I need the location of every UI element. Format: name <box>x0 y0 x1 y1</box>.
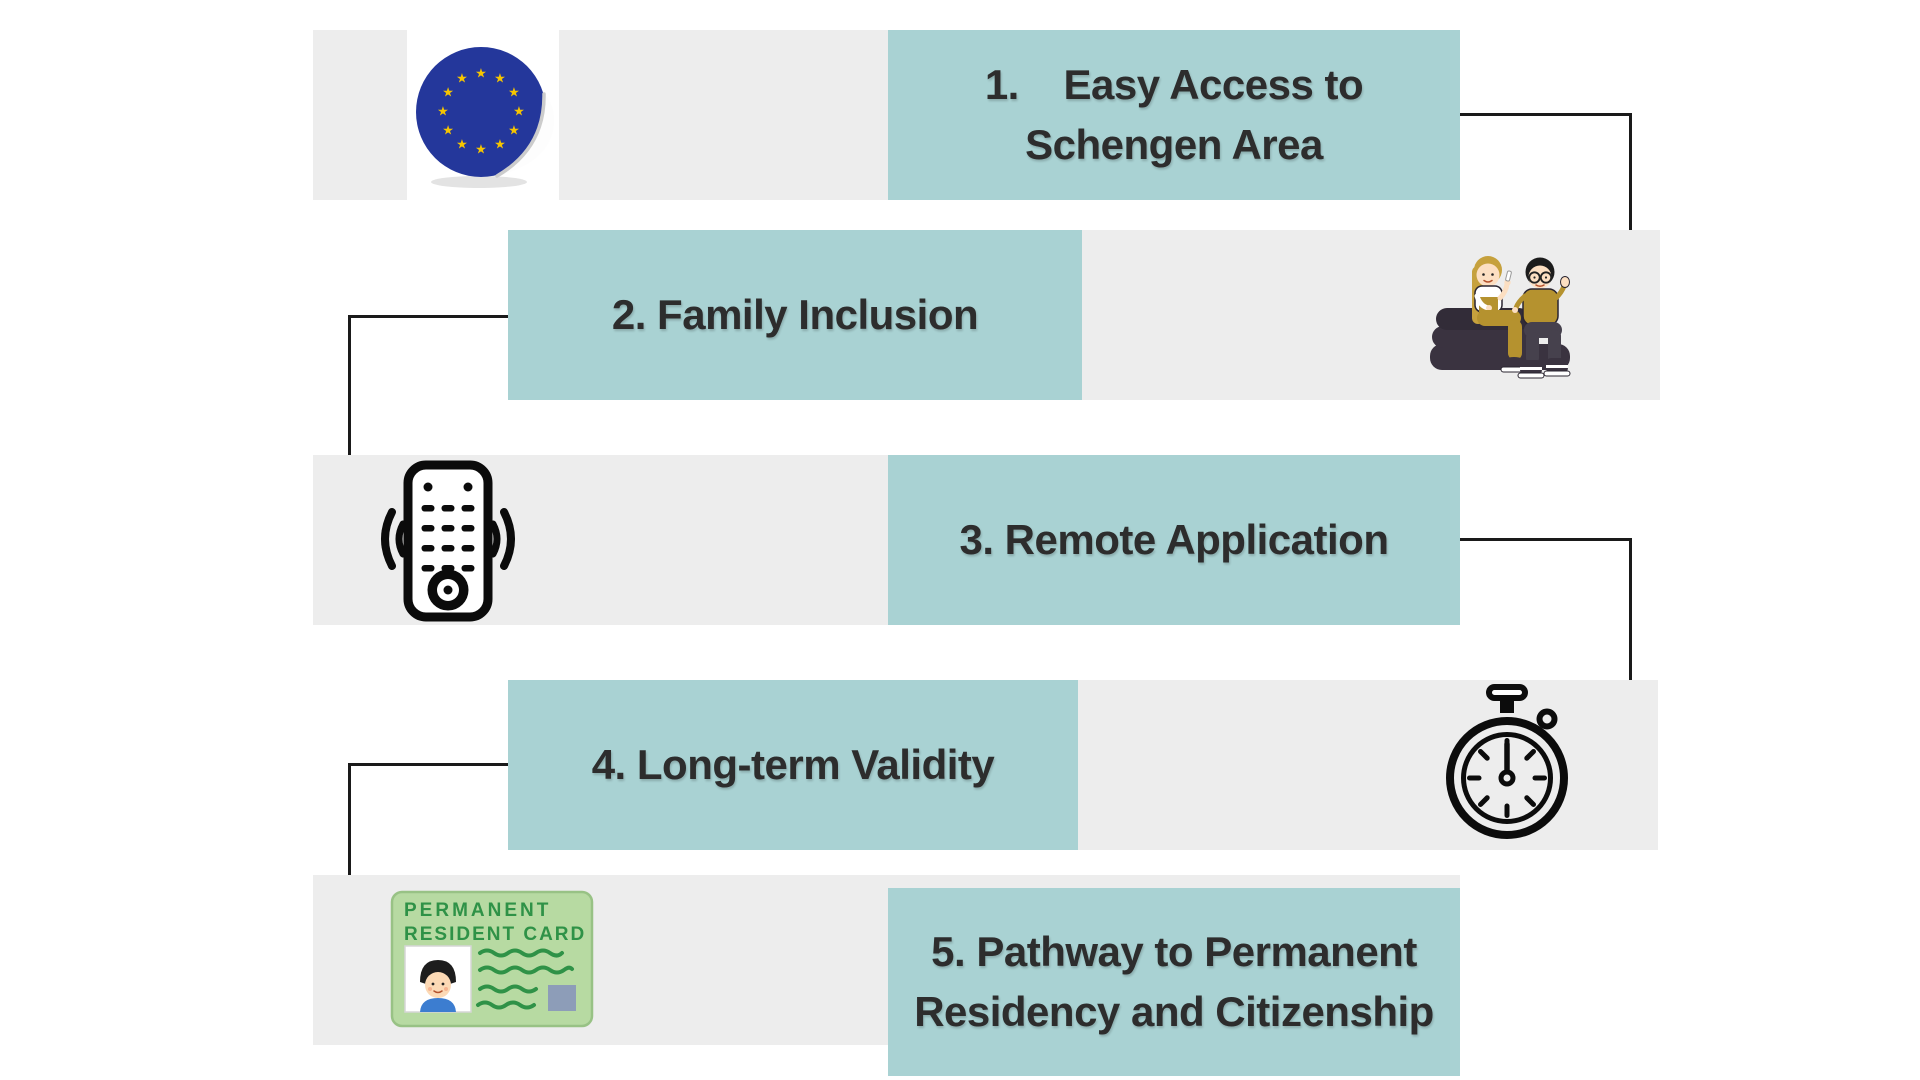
svg-text:★: ★ <box>437 105 449 120</box>
svg-text:★: ★ <box>475 67 487 82</box>
benefit-3-box: 3. Remote Application <box>888 455 1460 625</box>
svg-text:★: ★ <box>456 72 468 87</box>
benefit-2-box: 2. Family Inclusion <box>508 230 1082 400</box>
benefit-5-label-line-1: 5. Pathway to Permanent <box>931 928 1417 975</box>
connector-3-vertical <box>1629 538 1632 680</box>
svg-text:★: ★ <box>456 137 468 152</box>
benefit-1-box: 1. Easy Access to Schengen Area <box>888 30 1460 200</box>
benefit-5-box: 5. Pathway to Permanent Residency and Ci… <box>888 888 1460 1076</box>
card-title-line-1: PERMANENT <box>404 900 551 921</box>
card-text-squiggles <box>476 948 574 1010</box>
connector-2-vertical <box>348 315 351 455</box>
remote-control-icon <box>381 460 515 622</box>
connector-2-horizontal <box>348 315 508 318</box>
benefit-1-label-line-1: 1. Easy Access to <box>984 61 1364 108</box>
connector-3-horizontal <box>1460 538 1632 541</box>
svg-text:★: ★ <box>442 86 454 101</box>
stopwatch-icon <box>1446 684 1568 839</box>
connector-4-horizontal <box>348 763 508 766</box>
eu-flag-sticker-icon: ★★★ ★★★ ★★★ ★★★ <box>407 30 559 200</box>
benefit-4-label: 4. Long-term Validity <box>591 741 995 788</box>
card-chip <box>548 985 576 1011</box>
card-photo <box>404 945 472 1013</box>
svg-text:★: ★ <box>475 143 487 158</box>
svg-text:★: ★ <box>508 124 520 139</box>
benefit-4-box: 4. Long-term Validity <box>508 680 1078 850</box>
card-title-line-2: RESIDENT CARD <box>404 924 586 945</box>
connector-1-horizontal <box>1460 113 1632 116</box>
svg-text:★: ★ <box>494 137 506 152</box>
svg-text:★: ★ <box>508 86 520 101</box>
connector-1-vertical <box>1629 113 1632 230</box>
benefit-5-label-line-2: Residency and Citizenship <box>914 988 1434 1035</box>
svg-text:★: ★ <box>442 124 454 139</box>
svg-text:★: ★ <box>494 72 506 87</box>
benefit-3-label: 3. Remote Application <box>959 516 1389 563</box>
permanent-resident-card-icon: PERMANENT RESIDENT CARD <box>390 890 594 1028</box>
benefit-1-label-line-2: Schengen Area <box>1025 121 1323 168</box>
benefit-2-label: 2. Family Inclusion <box>611 291 979 338</box>
connector-4-vertical <box>348 763 351 875</box>
svg-text:★: ★ <box>513 105 525 120</box>
children-talking-icon <box>1430 256 1571 379</box>
